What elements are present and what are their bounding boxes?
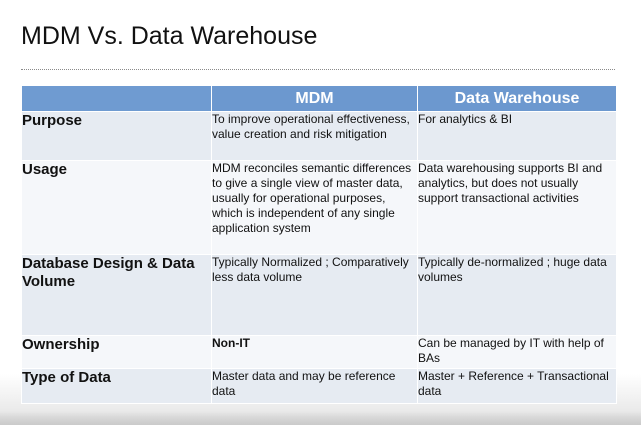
mdm-cell: Typically Normalized ; Comparatively les… bbox=[211, 254, 418, 336]
dw-cell: Data warehousing supports BI and analyti… bbox=[417, 160, 617, 255]
header-data-warehouse: Data Warehouse bbox=[417, 85, 617, 112]
row-label: Usage bbox=[21, 160, 212, 255]
table-header-row: MDM Data Warehouse bbox=[21, 85, 617, 112]
row-label: Type of Data bbox=[21, 368, 212, 404]
slide-title: MDM Vs. Data Warehouse bbox=[21, 22, 318, 50]
row-label: Purpose bbox=[21, 111, 212, 161]
dw-cell: For analytics & BI bbox=[417, 111, 617, 161]
mdm-cell: Non-IT bbox=[211, 335, 418, 369]
mdm-cell: To improve operational effectiveness, va… bbox=[211, 111, 418, 161]
header-mdm: MDM bbox=[211, 85, 418, 112]
dw-cell: Typically de-normalized ; huge data volu… bbox=[417, 254, 617, 336]
table-row: Ownership Non-IT Can be managed by IT wi… bbox=[21, 335, 617, 369]
bottom-shadow bbox=[0, 411, 641, 425]
table-row: Purpose To improve operational effective… bbox=[21, 111, 617, 161]
comparison-table: MDM Data Warehouse Purpose To improve op… bbox=[21, 85, 617, 404]
dw-cell: Master + Reference + Transactional data bbox=[417, 368, 617, 404]
mdm-cell: MDM reconciles semantic differences to g… bbox=[211, 160, 418, 255]
mdm-cell: Master data and may be reference data bbox=[211, 368, 418, 404]
header-corner-cell bbox=[21, 85, 212, 112]
dw-cell: Can be managed by IT with help of BAs bbox=[417, 335, 617, 369]
table-row: Type of Data Master data and may be refe… bbox=[21, 368, 617, 404]
title-divider bbox=[21, 69, 615, 70]
table-row: Database Design & Data Volume Typically … bbox=[21, 254, 617, 336]
table-row: Usage MDM reconciles semantic difference… bbox=[21, 160, 617, 255]
row-label: Database Design & Data Volume bbox=[21, 254, 212, 336]
row-label: Ownership bbox=[21, 335, 212, 369]
